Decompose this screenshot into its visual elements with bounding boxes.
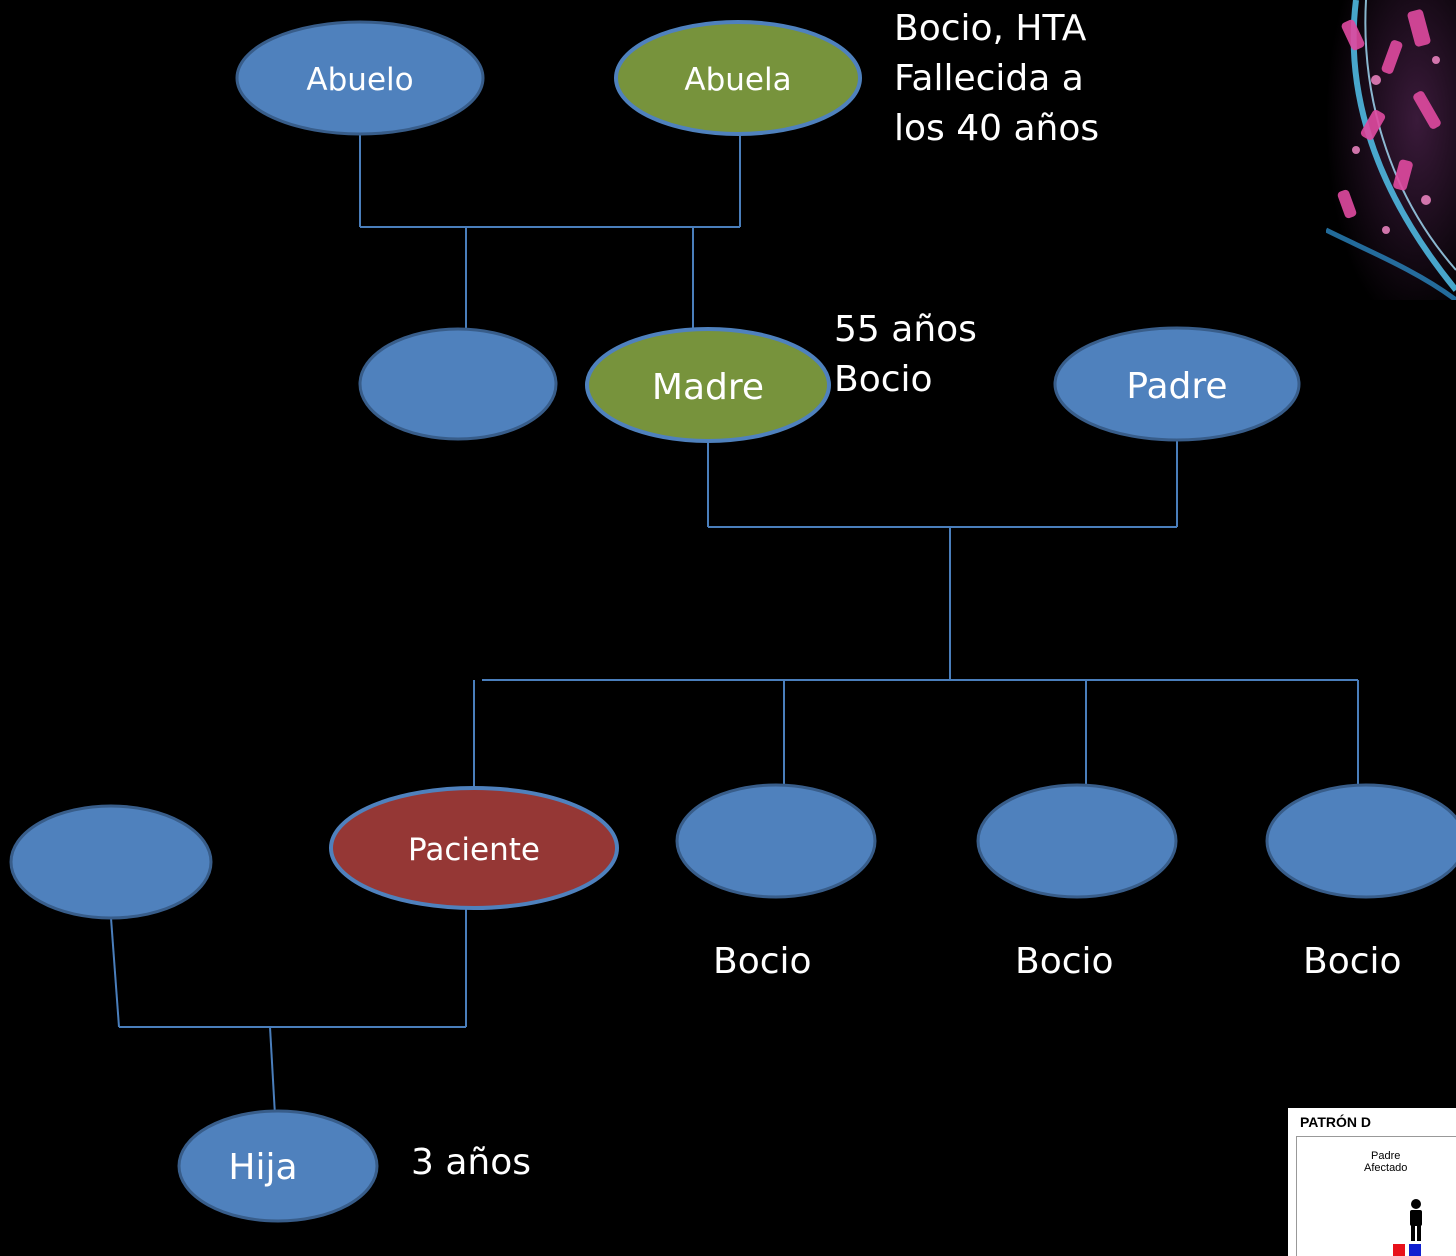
spouse-ellipse (9, 804, 213, 920)
pattern-father-label-line-1: Padre (1371, 1150, 1401, 1162)
sibling-3-annotation: Bocio (1303, 941, 1402, 982)
pattern-graphics (1393, 1199, 1422, 1256)
paciente-ellipse (329, 786, 619, 910)
paciente-label: Paciente (408, 832, 540, 868)
node-sibling-2 (976, 783, 1178, 899)
abuela-annotation: Bocio, HTA Fallecida a los 40 años (894, 4, 1099, 154)
sibling-2-ellipse (976, 783, 1178, 899)
madre-annotation: 55 años Bocio (834, 305, 977, 405)
abuela-ellipse (614, 20, 862, 136)
abuela-note-line-2: Fallecida a (894, 58, 1084, 99)
madre-note-line-2: Bocio (834, 359, 933, 400)
node-abuelo: Abuelo (235, 20, 485, 136)
node-sibling-1 (675, 783, 877, 899)
connector-spouse-down (110, 917, 120, 1028)
node-madre: Madre (585, 327, 831, 443)
madre-ellipse (585, 327, 831, 443)
pattern-red-square (1393, 1244, 1405, 1256)
dna-helix-graphic (1326, 0, 1456, 300)
node-spouse (9, 804, 213, 920)
abuela-note-line-3: los 40 años (894, 108, 1100, 149)
sibling-3-ellipse (1265, 783, 1456, 899)
node-madre-sibling (358, 327, 558, 441)
node-padre: Padre (1053, 326, 1301, 442)
hija-label: Hija (228, 1147, 297, 1188)
sibling-1-annotation: Bocio (713, 941, 812, 982)
pattern-blue-square (1409, 1244, 1421, 1256)
sibling-2-annotation: Bocio (1015, 941, 1114, 982)
padre-ellipse (1053, 326, 1301, 442)
madre-sibling-ellipse (358, 327, 558, 441)
abuela-note-line-1: Bocio, HTA (894, 8, 1087, 49)
pattern-panel (1296, 1136, 1456, 1256)
dna-helix-image (1326, 0, 1456, 300)
pattern-father-label: Padre Afectado (1364, 1150, 1407, 1174)
node-hija: Hija (177, 1109, 379, 1223)
pattern-title: PATRÓN D (1300, 1114, 1372, 1130)
hija-ellipse (177, 1109, 379, 1223)
abuelo-ellipse (235, 20, 485, 136)
sibling-1-ellipse (675, 783, 877, 899)
abuela-label: Abuela (684, 62, 791, 98)
padre-label: Padre (1126, 366, 1227, 407)
connector-lines (110, 130, 1359, 1134)
pattern-father-icon (1410, 1199, 1422, 1241)
node-sibling-3 (1265, 783, 1456, 899)
madre-note-line-1: 55 años (834, 309, 977, 350)
hija-annotation: 3 años (411, 1142, 532, 1183)
node-paciente: Paciente (329, 786, 619, 910)
madre-label: Madre (652, 367, 764, 408)
pattern-father-label-line-2: Afectado (1364, 1162, 1408, 1174)
node-abuela: Abuela (614, 20, 862, 136)
inheritance-pattern-figure: PATRÓN D Padre Afectado (1288, 1108, 1456, 1256)
abuelo-label: Abuelo (306, 62, 413, 98)
